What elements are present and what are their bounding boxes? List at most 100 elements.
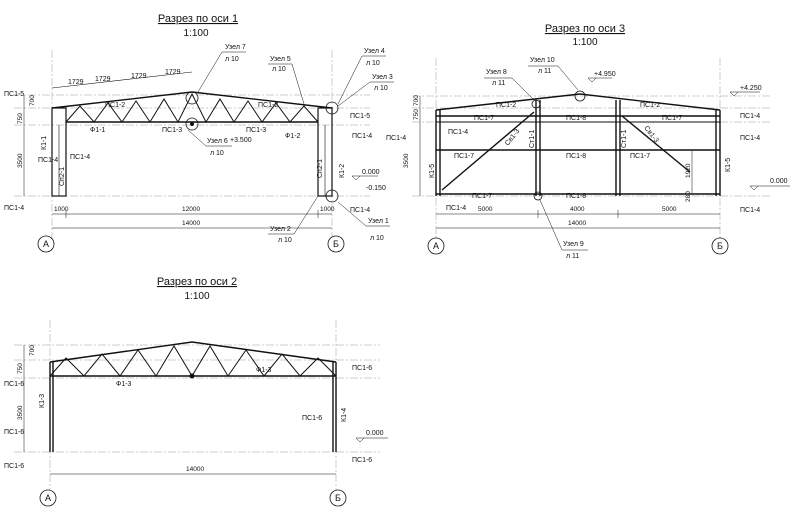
elev-3500: +3.500: [230, 137, 252, 144]
section-3-frame: [435, 93, 721, 196]
label-k15: К1-5: [429, 164, 436, 178]
node-4-marker: [325, 101, 339, 115]
elev-0: 0.000: [770, 178, 788, 185]
section-2-scale: 1:100: [184, 291, 209, 302]
label-k11: К1-1: [41, 136, 48, 150]
label-ps13b: ПС1-3: [246, 127, 266, 134]
section-2-center-node: [189, 373, 195, 379]
dim-750: 750: [17, 113, 24, 124]
label-ps14b: ПС1-4: [386, 135, 406, 142]
label-ps14b: ПС1-4: [4, 205, 24, 212]
section-3-callout-leaders: [484, 65, 588, 251]
dim-700: 700: [29, 95, 36, 106]
label-ps13a: ПС1-3: [162, 127, 182, 134]
label-ps15: ПС1-5: [4, 91, 24, 98]
label-ps17b: ПС1-7: [662, 115, 682, 122]
section-1-truss: [51, 91, 333, 197]
axis-bubble-a: [427, 237, 445, 255]
label-ps15r: ПС1-5: [350, 113, 370, 120]
elev-0: 0.000: [366, 430, 384, 437]
callout-uzel7: Узел 7: [225, 44, 246, 51]
dim-750: 750: [17, 363, 24, 374]
callout-uzel1: Узел 1: [368, 218, 389, 225]
label-ps12b: ПС1-2: [258, 102, 278, 109]
dim-14000: 14000: [568, 220, 586, 227]
label-ps16b: ПС1-6: [4, 429, 24, 436]
node-9-marker: [533, 191, 543, 201]
dim-3500: 3500: [17, 405, 24, 420]
label-ps16c: ПС1-6: [4, 463, 24, 470]
label-sv13a: Св1-3: [504, 128, 521, 147]
label-k15r: К1-5: [725, 158, 732, 172]
section-3-bottom-dims: [436, 210, 720, 229]
dim-14000: 14000: [186, 466, 204, 473]
callout-l10-2: л 10: [278, 237, 292, 244]
callout-uzel10: Узел 10: [530, 57, 555, 64]
elev-0: 0.000: [362, 169, 380, 176]
callout-l10-5: л 10: [272, 66, 286, 73]
axis-label-a: А: [43, 239, 49, 249]
label-f13b: Ф1-3: [256, 367, 272, 374]
section-3-elev-marks: [587, 77, 790, 191]
dim-750: 750: [413, 109, 420, 120]
label-sp21: Сп2-1: [59, 167, 66, 186]
axis-bubble-a: [37, 235, 55, 253]
label-ps17a: ПС1-7: [474, 115, 494, 122]
label-ps16e: ПС1-6: [302, 415, 322, 422]
callout-l10-6: л 10: [210, 150, 224, 157]
elev-minus-150: -0.150: [366, 185, 386, 192]
section-2-title: Разрез по оси 2: [157, 276, 237, 288]
section-2-elev-marks: [355, 437, 388, 443]
section-1-title: Разрез по оси 1: [158, 13, 238, 25]
section-2-truss: [49, 341, 337, 452]
label-ps14c: ПС1-4: [740, 113, 760, 120]
label-ps14d: ПС1-4: [350, 207, 370, 214]
axis-bubble-b: [329, 489, 347, 507]
label-ps14a: ПС1-4: [70, 154, 90, 161]
label-f11: Ф1-1: [90, 127, 106, 134]
section-1-top-dims: [51, 71, 193, 89]
label-k12: К1-2: [339, 164, 346, 178]
node-10-marker: [574, 90, 586, 102]
label-ps14f: ПС1-4: [740, 207, 760, 214]
axis-label-a: А: [45, 493, 51, 503]
dim-1000-left: 1000: [54, 206, 69, 213]
dim-seg-3: 1729: [131, 73, 147, 80]
section-1-elev-marks: [351, 175, 378, 181]
callout-uzel9: Узел 9: [563, 241, 584, 248]
label-ps14a: ПС1-4: [448, 129, 468, 136]
label-ps12a: ПС1-2: [105, 102, 125, 109]
label-ps17d: ПС1-7: [630, 153, 650, 160]
label-ps14e: ПС1-4: [38, 157, 58, 164]
callout-uzel3: Узел 3: [372, 74, 393, 81]
label-st11: Ст1-1: [529, 130, 536, 148]
label-ps18b: ПС1-8: [566, 153, 586, 160]
dim-4000: 4000: [570, 206, 585, 213]
elev-4250: +4.250: [740, 85, 762, 92]
dim-seg-1: 1729: [68, 79, 84, 86]
dim-1920: 1920: [685, 163, 692, 178]
label-st11r: Ст1-1: [621, 130, 628, 148]
callout-l11-8: л 11: [492, 80, 505, 87]
callout-l11-10: л 11: [538, 68, 551, 75]
section-3-scale: 1:100: [572, 37, 597, 48]
label-ps12b: ПС1-2: [640, 102, 660, 109]
label-ps18a: ПС1-8: [566, 115, 586, 122]
dim-seg-2: 1729: [95, 76, 111, 83]
section-axis-1: Разрез по оси 1 1:100: [4, 13, 394, 253]
axis-label-b: Б: [333, 239, 339, 249]
node-6-dot: [190, 122, 194, 126]
dim-700: 700: [29, 345, 36, 356]
elev-4950: +4.950: [594, 71, 616, 78]
node-6-marker: [185, 117, 199, 131]
axis-label-b: Б: [335, 493, 341, 503]
section-1-callout-leaders: [187, 51, 394, 235]
dim-700: 700: [413, 95, 420, 106]
section-3-title: Разрез по оси 3: [545, 23, 625, 35]
dim-12000: 12000: [182, 206, 200, 213]
dim-3500: 3500: [17, 153, 24, 168]
label-f12: Ф1-2: [285, 133, 301, 140]
section-3-vertical-dims: [419, 96, 693, 196]
callout-uzel2: Узел 2: [270, 226, 291, 233]
